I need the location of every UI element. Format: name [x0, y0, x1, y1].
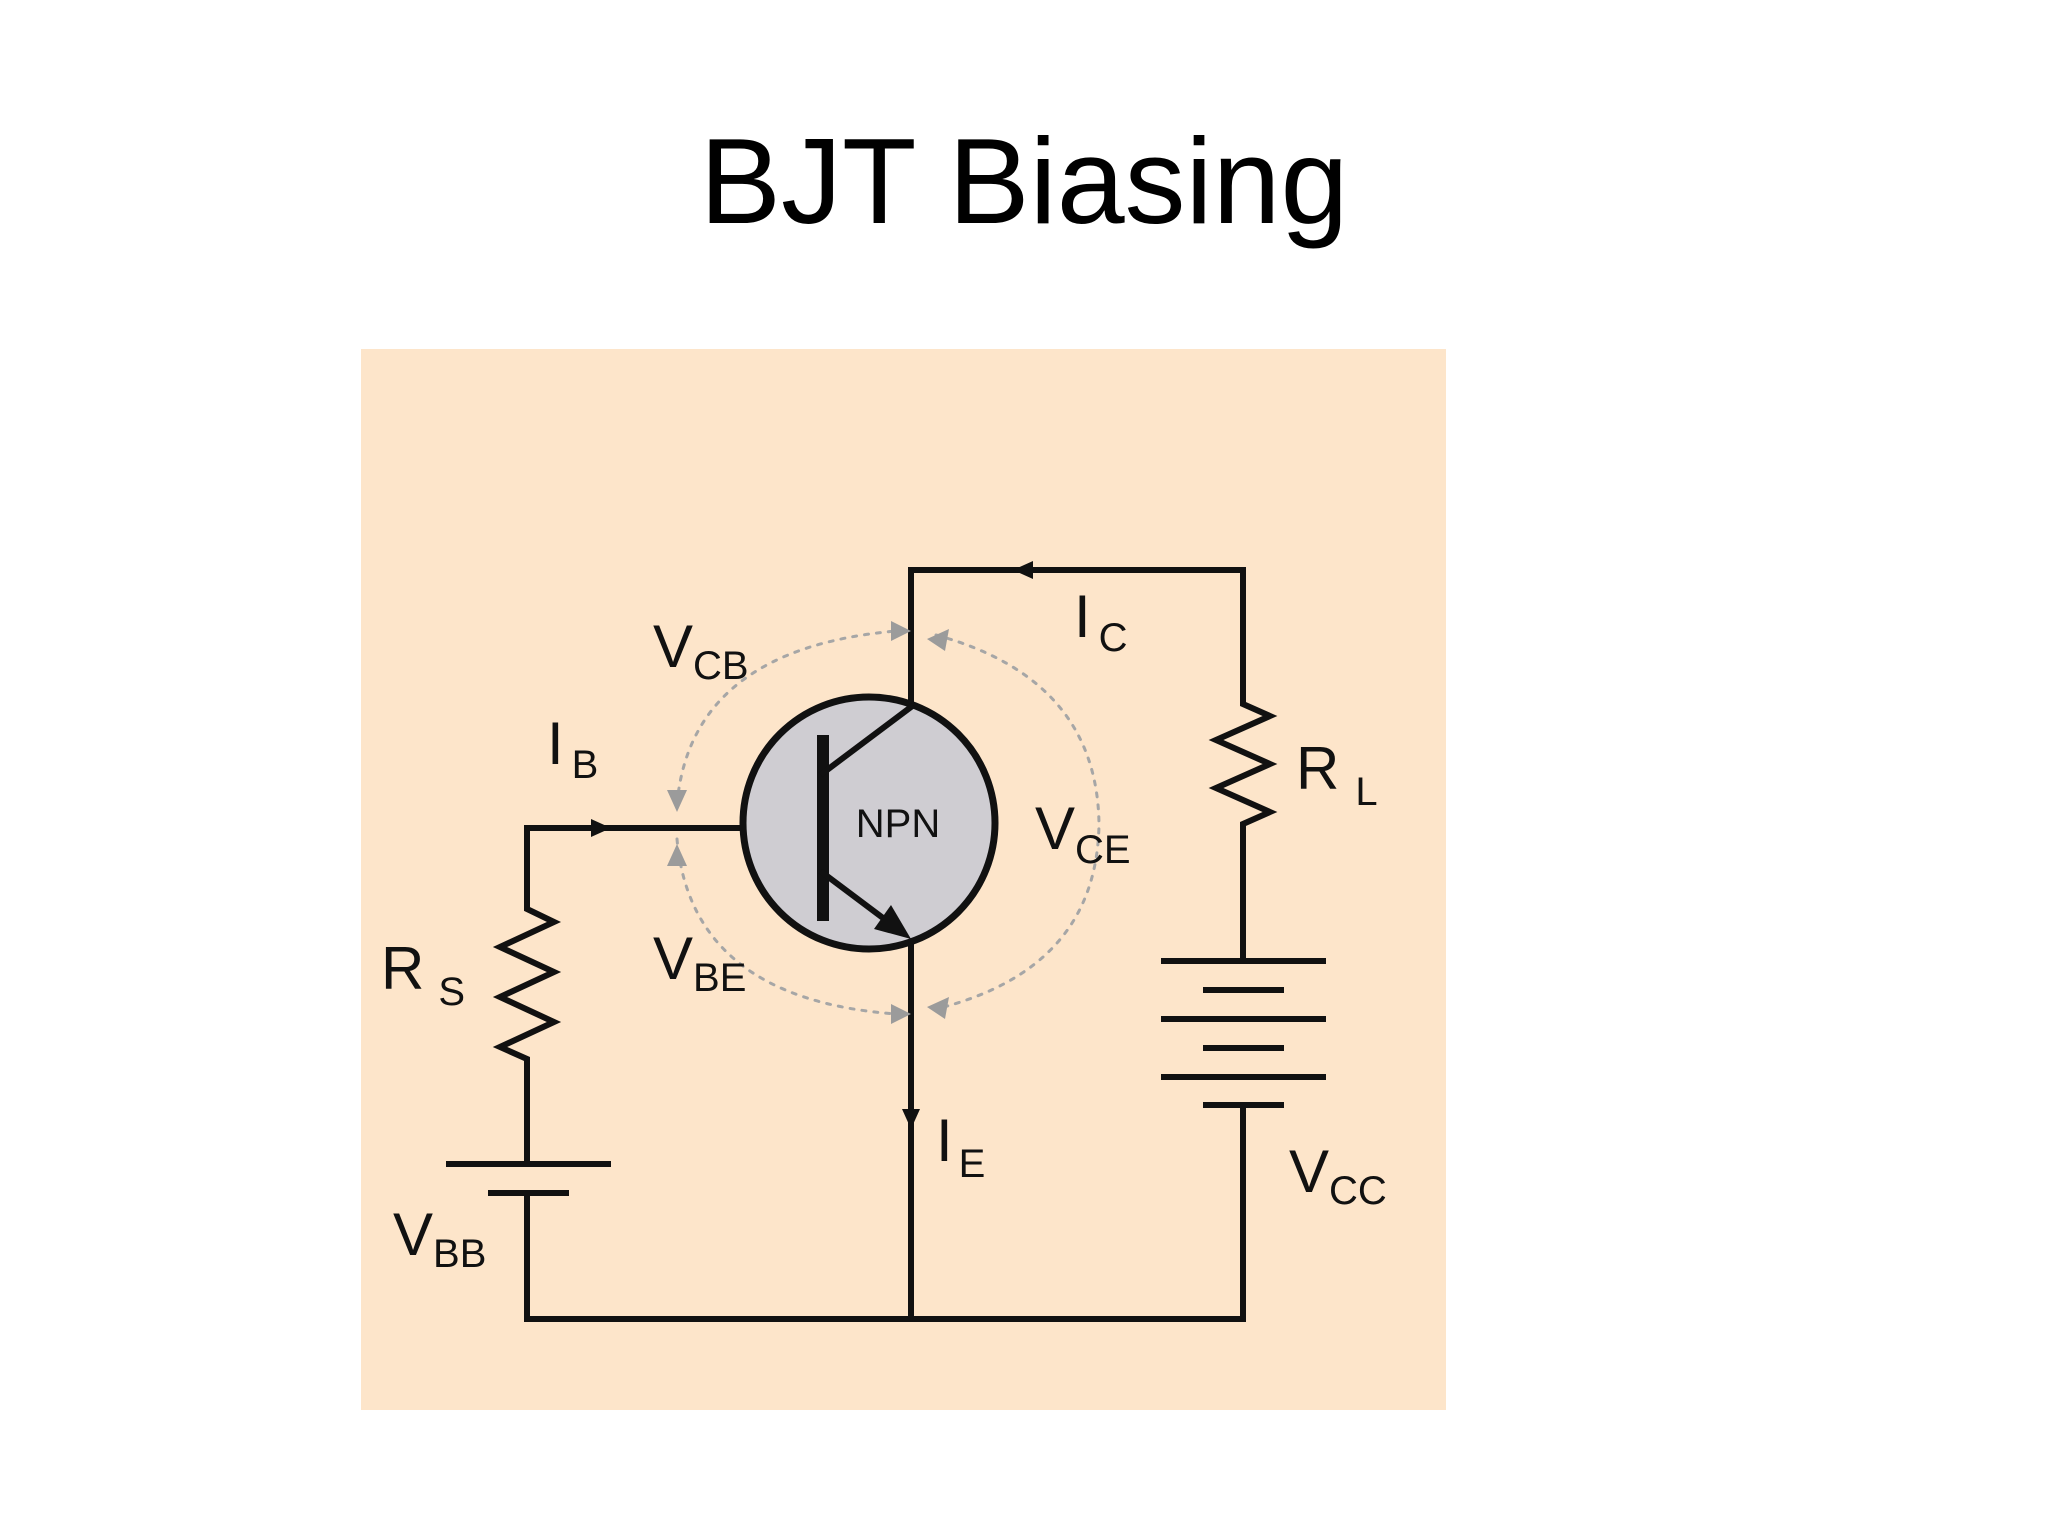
voltage-marker-arrowheads: [667, 621, 949, 1024]
label-vce: VCE: [1035, 795, 1131, 872]
resistor-rs: [492, 896, 562, 1072]
emitter-arrow-icon: [874, 905, 911, 939]
collector-wire: [908, 567, 1246, 702]
current-arrow-ib-icon: [591, 819, 611, 837]
circuit-wires: [524, 567, 1246, 1322]
battery-vbb: [446, 1161, 611, 1196]
current-arrow-ie-icon: [902, 1109, 920, 1129]
label-vcb: VCB: [653, 613, 749, 688]
label-vcc: VCC: [1289, 1138, 1387, 1213]
current-arrow-ic-icon: [1013, 561, 1033, 579]
transistor-body: [739, 693, 999, 953]
vce-marker-arc: [934, 633, 1101, 1011]
label-vbb: VBB: [393, 1201, 486, 1276]
vbe-marker-arc: [675, 837, 898, 1016]
slide-title: BJT Biasing: [699, 113, 1349, 249]
vcb-marker-arc: [675, 629, 898, 806]
npn-transistor: NPN: [739, 693, 999, 953]
resistor-rl: [1208, 681, 1278, 847]
battery-vcc: [1161, 958, 1326, 1108]
label-vbe: VBE: [653, 925, 746, 1000]
transistor-type-label: NPN: [856, 802, 940, 846]
base-wire: [524, 825, 826, 902]
